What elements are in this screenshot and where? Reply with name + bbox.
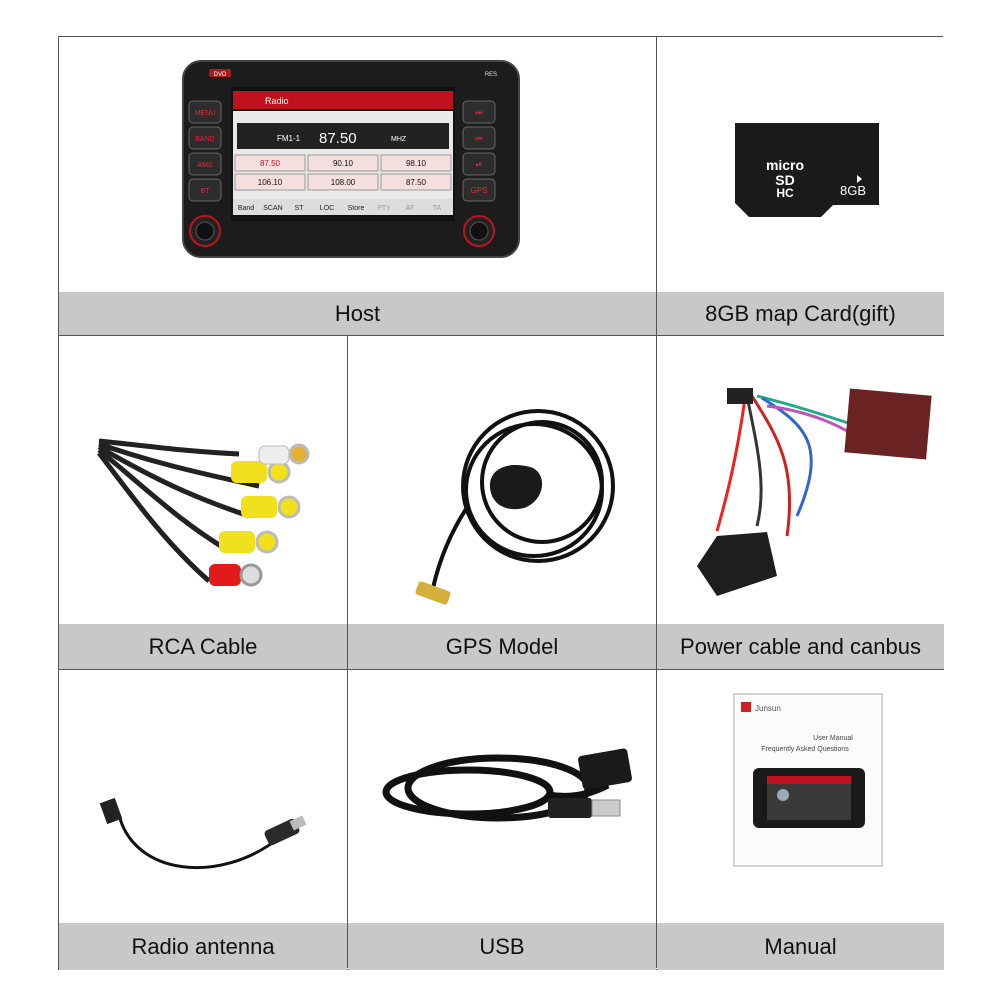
sdcard-capacity: 8GB	[840, 183, 866, 198]
host-image-cell: MENU BAND AMS BT ⏭ ⏮ ⏯ GPS DVD RES Radio FM…	[59, 37, 656, 292]
label-gps: GPS Model	[348, 624, 656, 669]
sdcard-micro: micro	[766, 157, 804, 173]
rca-cable-image	[97, 438, 310, 587]
manual-brand: Junsun	[755, 704, 781, 713]
radio-btn-ta: TA	[433, 205, 442, 212]
svg-text:⏭: ⏭	[475, 108, 482, 117]
preset-1: 87.50	[260, 159, 281, 168]
radio-btn-pty: PTY	[377, 205, 391, 212]
manual-image-cell: Junsun User Manual Frequently Asked Ques…	[657, 670, 944, 923]
gps-image-cell	[348, 336, 656, 624]
preset-5: 108.00	[331, 178, 356, 187]
label-power: Power cable and canbus	[657, 624, 944, 669]
radio-btn-store: Store	[348, 205, 365, 212]
host-side-menu: MENU	[195, 110, 216, 117]
preset-6: 87.50	[406, 178, 427, 187]
host-side-ams: AMS	[197, 162, 213, 169]
host-dvd-label: DVD	[214, 72, 227, 78]
radio-btn-af: AF	[406, 205, 415, 212]
usb-image-cell	[348, 670, 656, 923]
preset-3: 98.10	[406, 159, 427, 168]
radio-frequency: 87.50	[319, 130, 357, 147]
antenna-image-cell	[59, 670, 347, 923]
svg-text:⏯: ⏯	[476, 160, 482, 169]
label-host: Host	[59, 292, 656, 335]
label-map-card: 8GB map Card(gift)	[657, 292, 944, 335]
label-manual: Manual	[657, 923, 944, 970]
sdcard-image-cell: micro SD HC 8GB	[657, 37, 944, 292]
svg-text:GPS: GPS	[471, 186, 488, 195]
label-usb: USB	[348, 923, 656, 970]
host-side-band: BAND	[195, 136, 214, 143]
sdcard-hc: HC	[776, 186, 794, 200]
radio-btn-loc: LOC	[320, 205, 334, 212]
preset-2: 90.10	[333, 159, 354, 168]
preset-4: 106.10	[258, 178, 283, 187]
manual-title-1: User Manual	[813, 735, 853, 742]
svg-text:⏮: ⏮	[475, 134, 482, 143]
power-image-cell	[657, 336, 944, 624]
radio-btn-st: ST	[295, 205, 305, 212]
label-antenna: Radio antenna	[59, 923, 347, 970]
usb-cable-image	[382, 748, 632, 822]
rca-image-cell	[59, 336, 347, 624]
gps-antenna-image	[415, 409, 615, 605]
sdcard-sd: SD	[775, 172, 794, 188]
radio-antenna-image	[99, 797, 307, 869]
host-res-label: RES	[485, 72, 497, 78]
manual-title-2: Frequently Asked Questions	[761, 746, 849, 753]
power-cable-image	[697, 388, 932, 596]
host-side-bt: BT	[201, 188, 211, 195]
radio-btn-scan: SCAN	[263, 205, 282, 212]
label-rca: RCA Cable	[59, 624, 347, 669]
radio-unit: MHZ	[391, 136, 407, 143]
radio-title: Radio	[265, 96, 289, 106]
manual-booklet-image: Junsun User Manual Frequently Asked Ques…	[733, 693, 883, 867]
radio-btn-band: Band	[238, 205, 254, 212]
car-stereo-host-image: MENU BAND AMS BT ⏭ ⏮ ⏯ GPS DVD RES Radio FM…	[182, 60, 520, 258]
product-grid: MENU BAND AMS BT ⏭ ⏮ ⏯ GPS DVD RES Radio FM…	[58, 36, 944, 970]
radio-band: FM1-1	[277, 134, 301, 143]
sdcard-image: micro SD HC 8GB	[735, 123, 879, 217]
